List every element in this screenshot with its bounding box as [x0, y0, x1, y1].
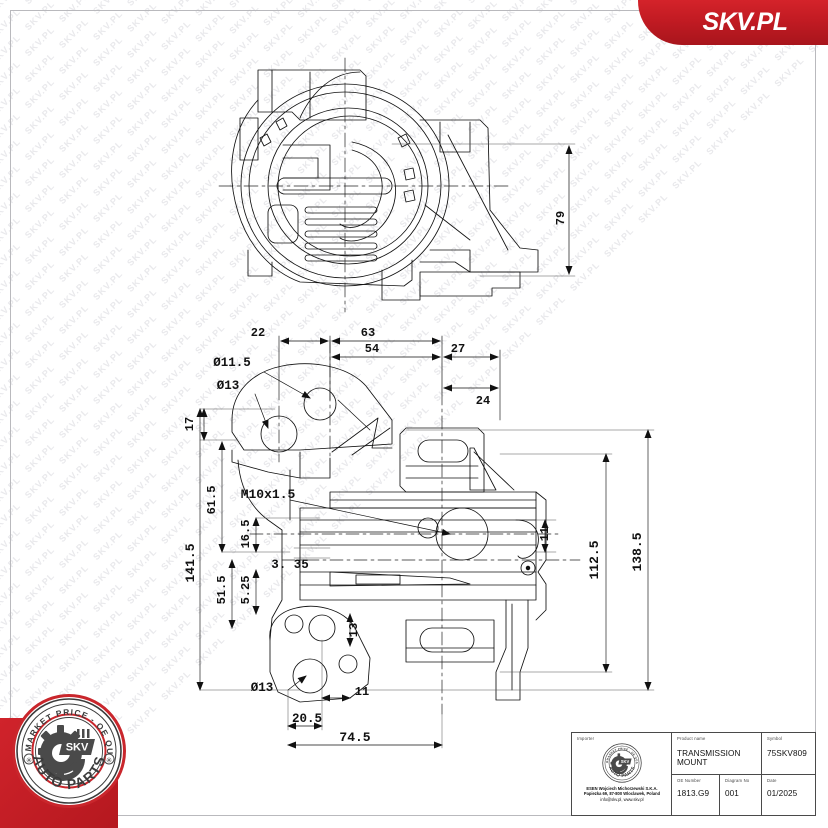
dim-dia-11-5: Ø11.5	[213, 356, 251, 370]
oe-number-value: 1813.G9	[677, 788, 710, 798]
importer-contact: info@skv.pl, www.skv.pl	[600, 796, 644, 802]
importer-label: Importer	[577, 736, 595, 741]
importer-address: Papiezka 69, 87-800 Wloclawek, Poland	[583, 791, 661, 797]
seal-graphic: SKV ✳ ✳ AFTERMARKET PRICE - OE QUALITY	[15, 697, 122, 804]
leader-lines	[254, 371, 451, 691]
top-view-geometry	[231, 69, 539, 301]
date-value: 01/2025	[767, 788, 798, 798]
drawing-frame	[10, 10, 816, 816]
importer-seal-icon: SKV AFTERMARKET PRICE - OE QUALITY AUTO …	[602, 743, 642, 783]
product-name-value: TRANSMISSION MOUNT	[677, 749, 741, 767]
brand-banner-label: SKV.PL	[702, 8, 788, 36]
dim-22: 22	[251, 326, 265, 340]
dim-11-right: 11	[538, 527, 552, 541]
dim-5-25: 5.25	[239, 576, 253, 605]
title-block-row-bottom: OE Number 1813.G9 Diagram No 001 Date 01…	[672, 774, 815, 816]
top-view-centerlines	[218, 57, 513, 313]
diagram-no-value: 001	[725, 788, 739, 798]
diagram-no-cell: Diagram No 001	[720, 774, 762, 815]
dim-61-5: 61.5	[205, 486, 219, 515]
date-cell: Date 01/2025	[762, 775, 815, 816]
dim-27: 27	[451, 342, 465, 356]
dim-63: 63	[361, 326, 375, 340]
dim-51-5: 51.5	[215, 576, 229, 605]
symbol-cell: Symbol 75SKV809	[762, 733, 815, 774]
dim-141-5: 141.5	[183, 543, 198, 582]
title-block-fields: Product name TRANSMISSION MOUNT Symbol 7…	[672, 733, 815, 815]
dim-dia-13-upper: Ø13	[217, 379, 240, 393]
importer-address-block: ESEN Wojciech Michorzewski S.K.A. Papiez…	[584, 786, 660, 802]
importer-name: ESEN Wojciech Michorzewski S.K.A.	[586, 786, 658, 791]
dim-13-small: 13	[347, 623, 361, 637]
dim-17: 17	[183, 417, 197, 431]
date-label: Date	[767, 777, 777, 783]
title-block-importer-cell: Importer	[572, 733, 672, 815]
seal-center-text: SKV	[66, 742, 89, 754]
title-block-row-top: Product name TRANSMISSION MOUNT Symbol 7…	[672, 733, 815, 775]
product-name-label: Product name	[677, 736, 706, 741]
dim-3-35: 3. 35	[271, 558, 309, 572]
dim-20-5: 20.5	[292, 712, 322, 726]
oe-number-label: OE Number	[677, 777, 701, 783]
dim-16-5: 16.5	[239, 520, 253, 549]
dimension-79	[391, 143, 576, 277]
bottom-view-centerlines	[249, 339, 581, 715]
dim-54: 54	[365, 342, 379, 356]
oe-number-cell: OE Number 1813.G9	[672, 774, 720, 815]
skv-auto-parts-seal: SKV ✳ ✳ AFTERMARKET PRICE - OE QUALITY	[12, 694, 126, 808]
dimension-lines	[196, 335, 655, 749]
dim-24: 24	[476, 394, 490, 408]
title-block: Importer	[571, 732, 816, 816]
diagram-no-label: Diagram No	[725, 777, 750, 783]
symbol-value: 75SKV809	[767, 749, 807, 758]
seal-star-right-icon: ✳	[106, 756, 113, 765]
dimension-labels: 79 22 63 54 27 24 Ø11.5 Ø13 17 61.5 M10x…	[183, 211, 645, 745]
importer-seal-center-text: SKV	[621, 759, 630, 764]
dim-11-bottom: 11	[355, 685, 369, 699]
dim-79: 79	[554, 211, 568, 225]
dim-74-5: 74.5	[339, 730, 370, 745]
symbol-label: Symbol	[767, 736, 783, 741]
dim-112-5: 112.5	[587, 540, 602, 579]
product-name-cell: Product name TRANSMISSION MOUNT	[672, 733, 762, 774]
dim-dia-13-lower: Ø13	[251, 681, 274, 695]
dim-138-5: 138.5	[630, 532, 645, 571]
skv-brand-banner: SKV.PL	[638, 0, 828, 45]
dim-m10x1-5: M10x1.5	[241, 487, 296, 502]
seal-star-left-icon: ✳	[26, 756, 33, 765]
